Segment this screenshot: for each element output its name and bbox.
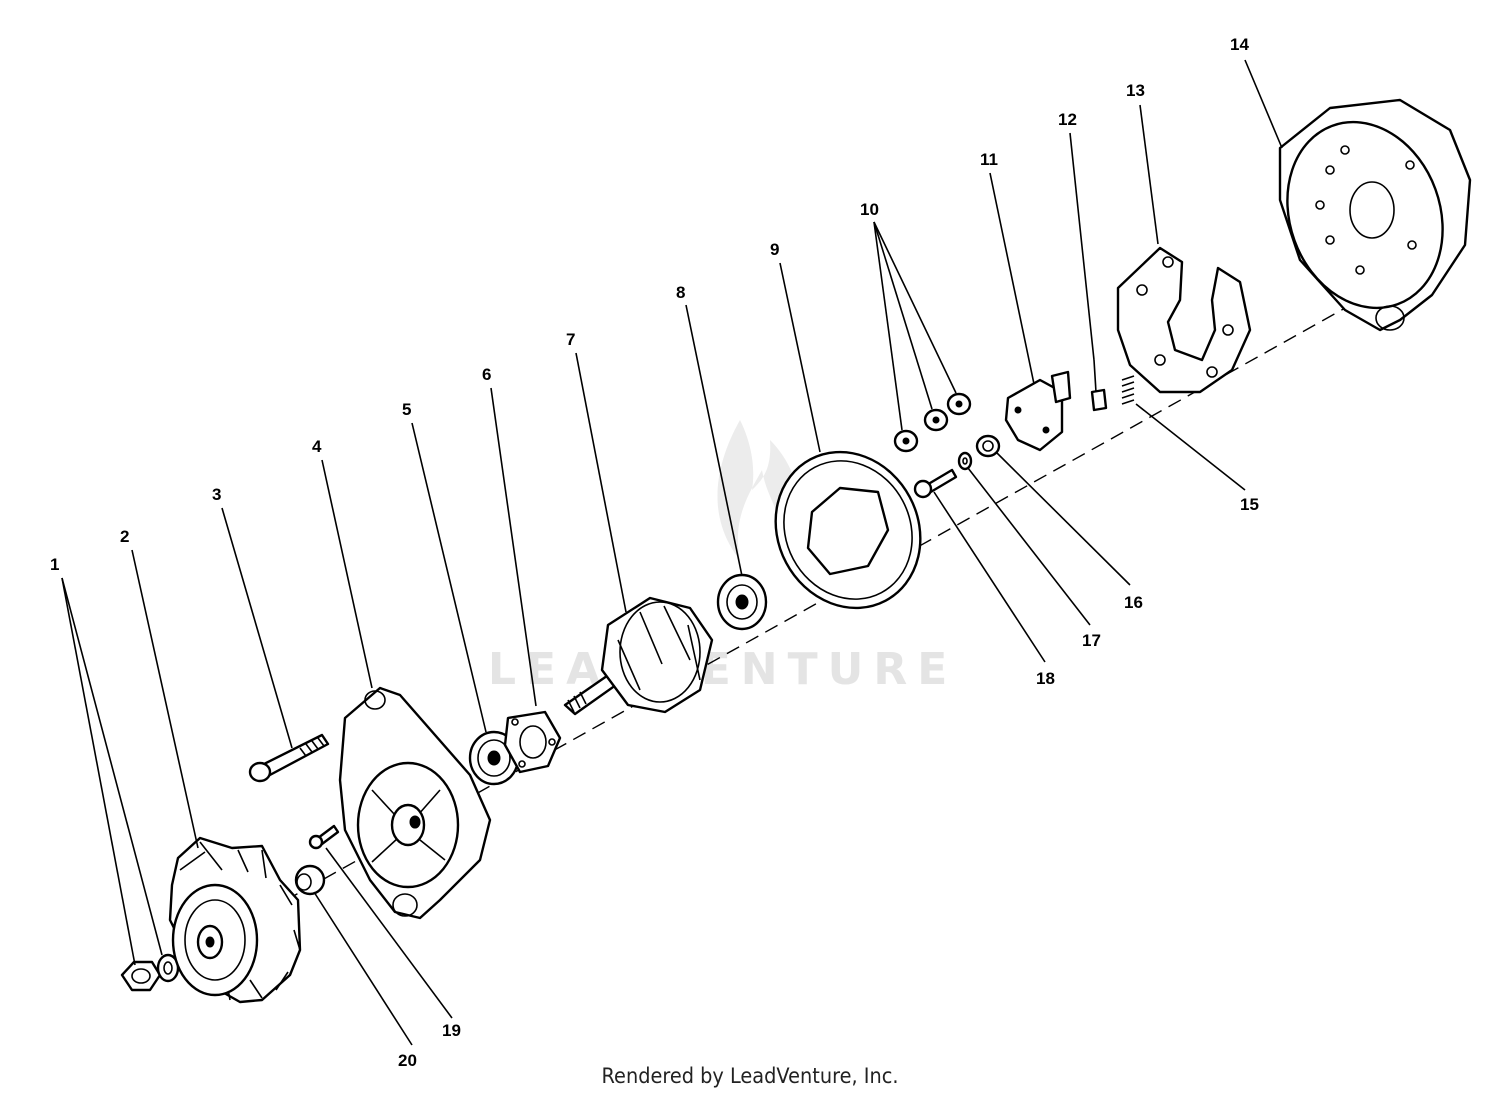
callout-2: 2 <box>120 527 129 546</box>
part-20-spacer[interactable] <box>294 864 326 896</box>
callout-14: 14 <box>1230 35 1249 54</box>
part-2-pulley-fan[interactable] <box>168 836 302 1004</box>
part-18-screw[interactable] <box>913 468 958 499</box>
callout-6: 6 <box>482 365 491 384</box>
callout-8: 8 <box>676 283 685 302</box>
part-17-washer[interactable] <box>957 451 973 471</box>
part-19-screw[interactable] <box>308 824 340 850</box>
callout-1: 1 <box>50 555 59 574</box>
callout-4: 4 <box>312 437 322 456</box>
callout-13: 13 <box>1126 81 1145 100</box>
watermark: LEADVENTURE <box>488 420 957 695</box>
callout-10: 10 <box>860 200 879 219</box>
part-11-brush-holder[interactable] <box>1004 370 1072 452</box>
part-9-stator[interactable] <box>749 427 948 634</box>
part-4-drive-end-frame[interactable] <box>338 686 492 920</box>
callout-9: 9 <box>770 240 779 259</box>
callout-11: 11 <box>980 150 998 169</box>
callout-12: 12 <box>1058 110 1077 129</box>
part-15-spring[interactable] <box>1121 375 1135 405</box>
part-10-nuts[interactable] <box>893 392 972 453</box>
callout-7: 7 <box>566 330 575 349</box>
part-13-rectifier[interactable] <box>1116 246 1252 394</box>
watermark-text: LEADVENTURE <box>488 644 957 695</box>
part-12-brush[interactable] <box>1090 359 1108 412</box>
callout-labels: 1 2 3 4 5 6 7 8 9 10 11 12 13 14 15 16 1… <box>50 35 1259 1070</box>
callout-19: 19 <box>442 1021 461 1040</box>
callout-17: 17 <box>1082 631 1101 650</box>
part-3-through-bolt[interactable] <box>248 733 330 783</box>
part-6-retainer-plate[interactable] <box>503 710 562 774</box>
part-7-rotor[interactable] <box>563 596 714 716</box>
callout-16: 16 <box>1124 593 1143 612</box>
callout-20: 20 <box>398 1051 417 1070</box>
part-8-bearing[interactable] <box>716 573 768 631</box>
callout-3: 3 <box>212 485 221 504</box>
part-16-insulator[interactable] <box>975 434 1001 458</box>
leader-lines <box>61 59 1283 1046</box>
part-1-nut-and-washer[interactable] <box>120 953 180 992</box>
callout-15: 15 <box>1240 495 1259 514</box>
callout-5: 5 <box>402 400 411 419</box>
footer-credit: Rendered by LeadVenture, Inc. <box>601 1064 899 1088</box>
part-14-slip-ring-end-frame[interactable] <box>1262 98 1472 332</box>
callout-18: 18 <box>1036 669 1055 688</box>
